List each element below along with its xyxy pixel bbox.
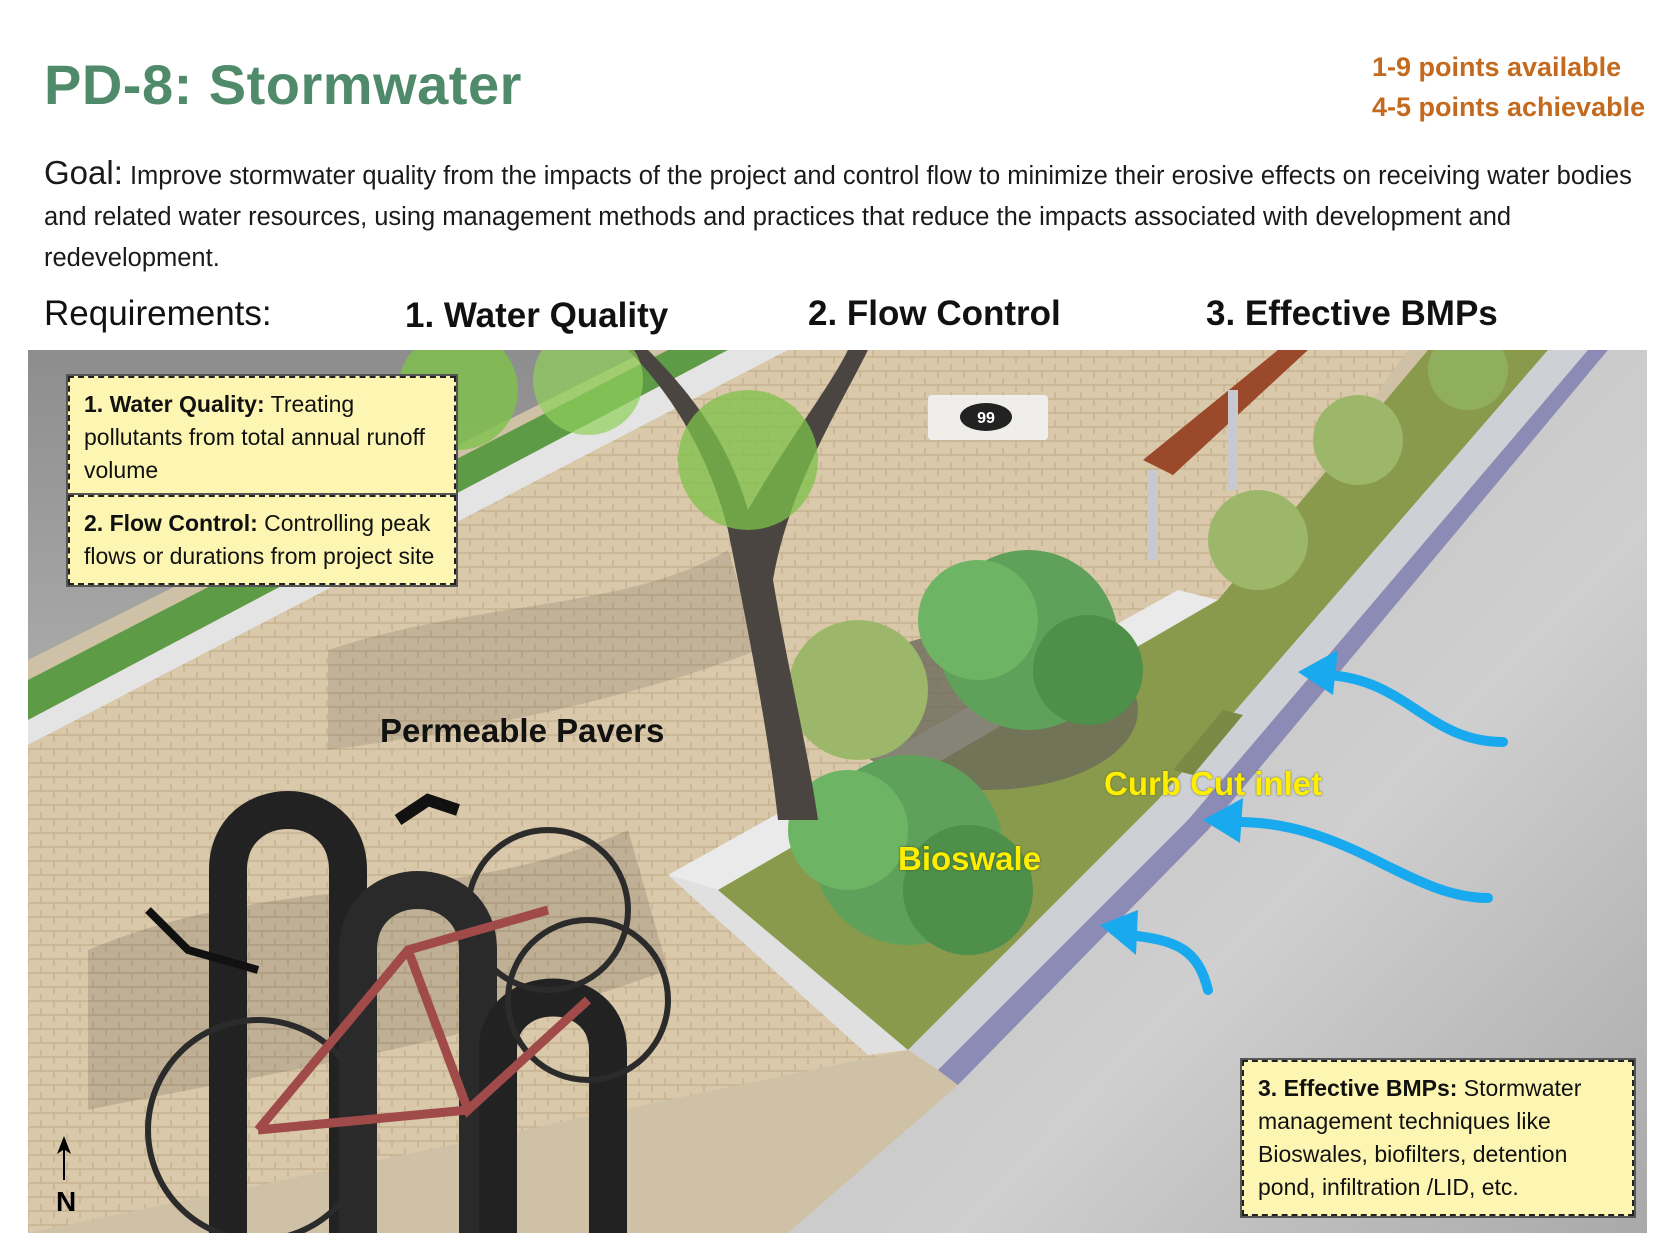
- streetscape-illustration: 99 1. Water Quality: Treating pol: [28, 350, 1647, 1233]
- flow-arrow-1: [1323, 670, 1508, 747]
- callout-effective-bmps-text: Stormwater management techniques like Bi…: [1258, 1075, 1582, 1200]
- label-curb-cut-inlet: Curb Cut inlet: [1104, 765, 1323, 802]
- street-tree: [398, 350, 868, 820]
- callout-water-quality: 1. Water Quality: Treating pollutants fr…: [68, 376, 456, 499]
- requirement-flow-control: 2. Flow Control: [808, 294, 1061, 333]
- route-marker: 99: [928, 395, 1048, 440]
- requirement-water-quality: 1. Water Quality: [405, 296, 669, 335]
- street-curb: [908, 350, 1588, 1070]
- bioswale-shrubs: [788, 350, 1508, 955]
- points-available: 1-9 points available: [1372, 52, 1622, 82]
- requirements-label: Requirements:: [44, 294, 272, 333]
- page-title: PD-8: Stormwater: [44, 53, 522, 116]
- label-permeable-pavers: Permeable Pavers: [380, 712, 665, 749]
- callout-effective-bmps: 3. Effective BMPs: Stormwater management…: [1242, 1060, 1634, 1216]
- curb-edge: [938, 350, 1608, 1085]
- callout-effective-bmps-title: 3. Effective BMPs:: [1258, 1075, 1458, 1101]
- flow-arrow-2: [1228, 816, 1493, 903]
- goal-label: Goal:: [44, 154, 123, 191]
- callout-flow-control-title: 2. Flow Control:: [84, 510, 258, 536]
- goal-statement: Goal: Improve stormwater quality from th…: [44, 152, 1634, 279]
- curb-cut-notch: [1173, 710, 1243, 775]
- bicycle: [145, 793, 671, 1233]
- north-arrow-icon: [57, 1136, 71, 1180]
- callout-flow-control: 2. Flow Control: Controlling peak flows …: [68, 495, 456, 585]
- flow-arrows: [1100, 650, 1508, 995]
- label-bioswale: Bioswale: [898, 840, 1042, 877]
- route-number: 99: [977, 410, 995, 427]
- callout-water-quality-title: 1. Water Quality:: [84, 391, 265, 417]
- callout-flow-control-text: Controlling peak flows or durations from…: [84, 510, 435, 569]
- interpretive-sign: [1143, 350, 1308, 560]
- road: [788, 350, 1647, 1233]
- points-achievable: 4-5 points achievable: [1372, 92, 1646, 122]
- goal-text: Improve stormwater quality from the impa…: [44, 162, 1632, 272]
- requirement-effective-bmps: 3. Effective BMPs: [1206, 294, 1498, 333]
- north-label: N: [56, 1186, 77, 1217]
- flow-arrow-3: [1123, 930, 1213, 995]
- callout-water-quality-text: Treating pollutants from total annual ru…: [84, 391, 425, 483]
